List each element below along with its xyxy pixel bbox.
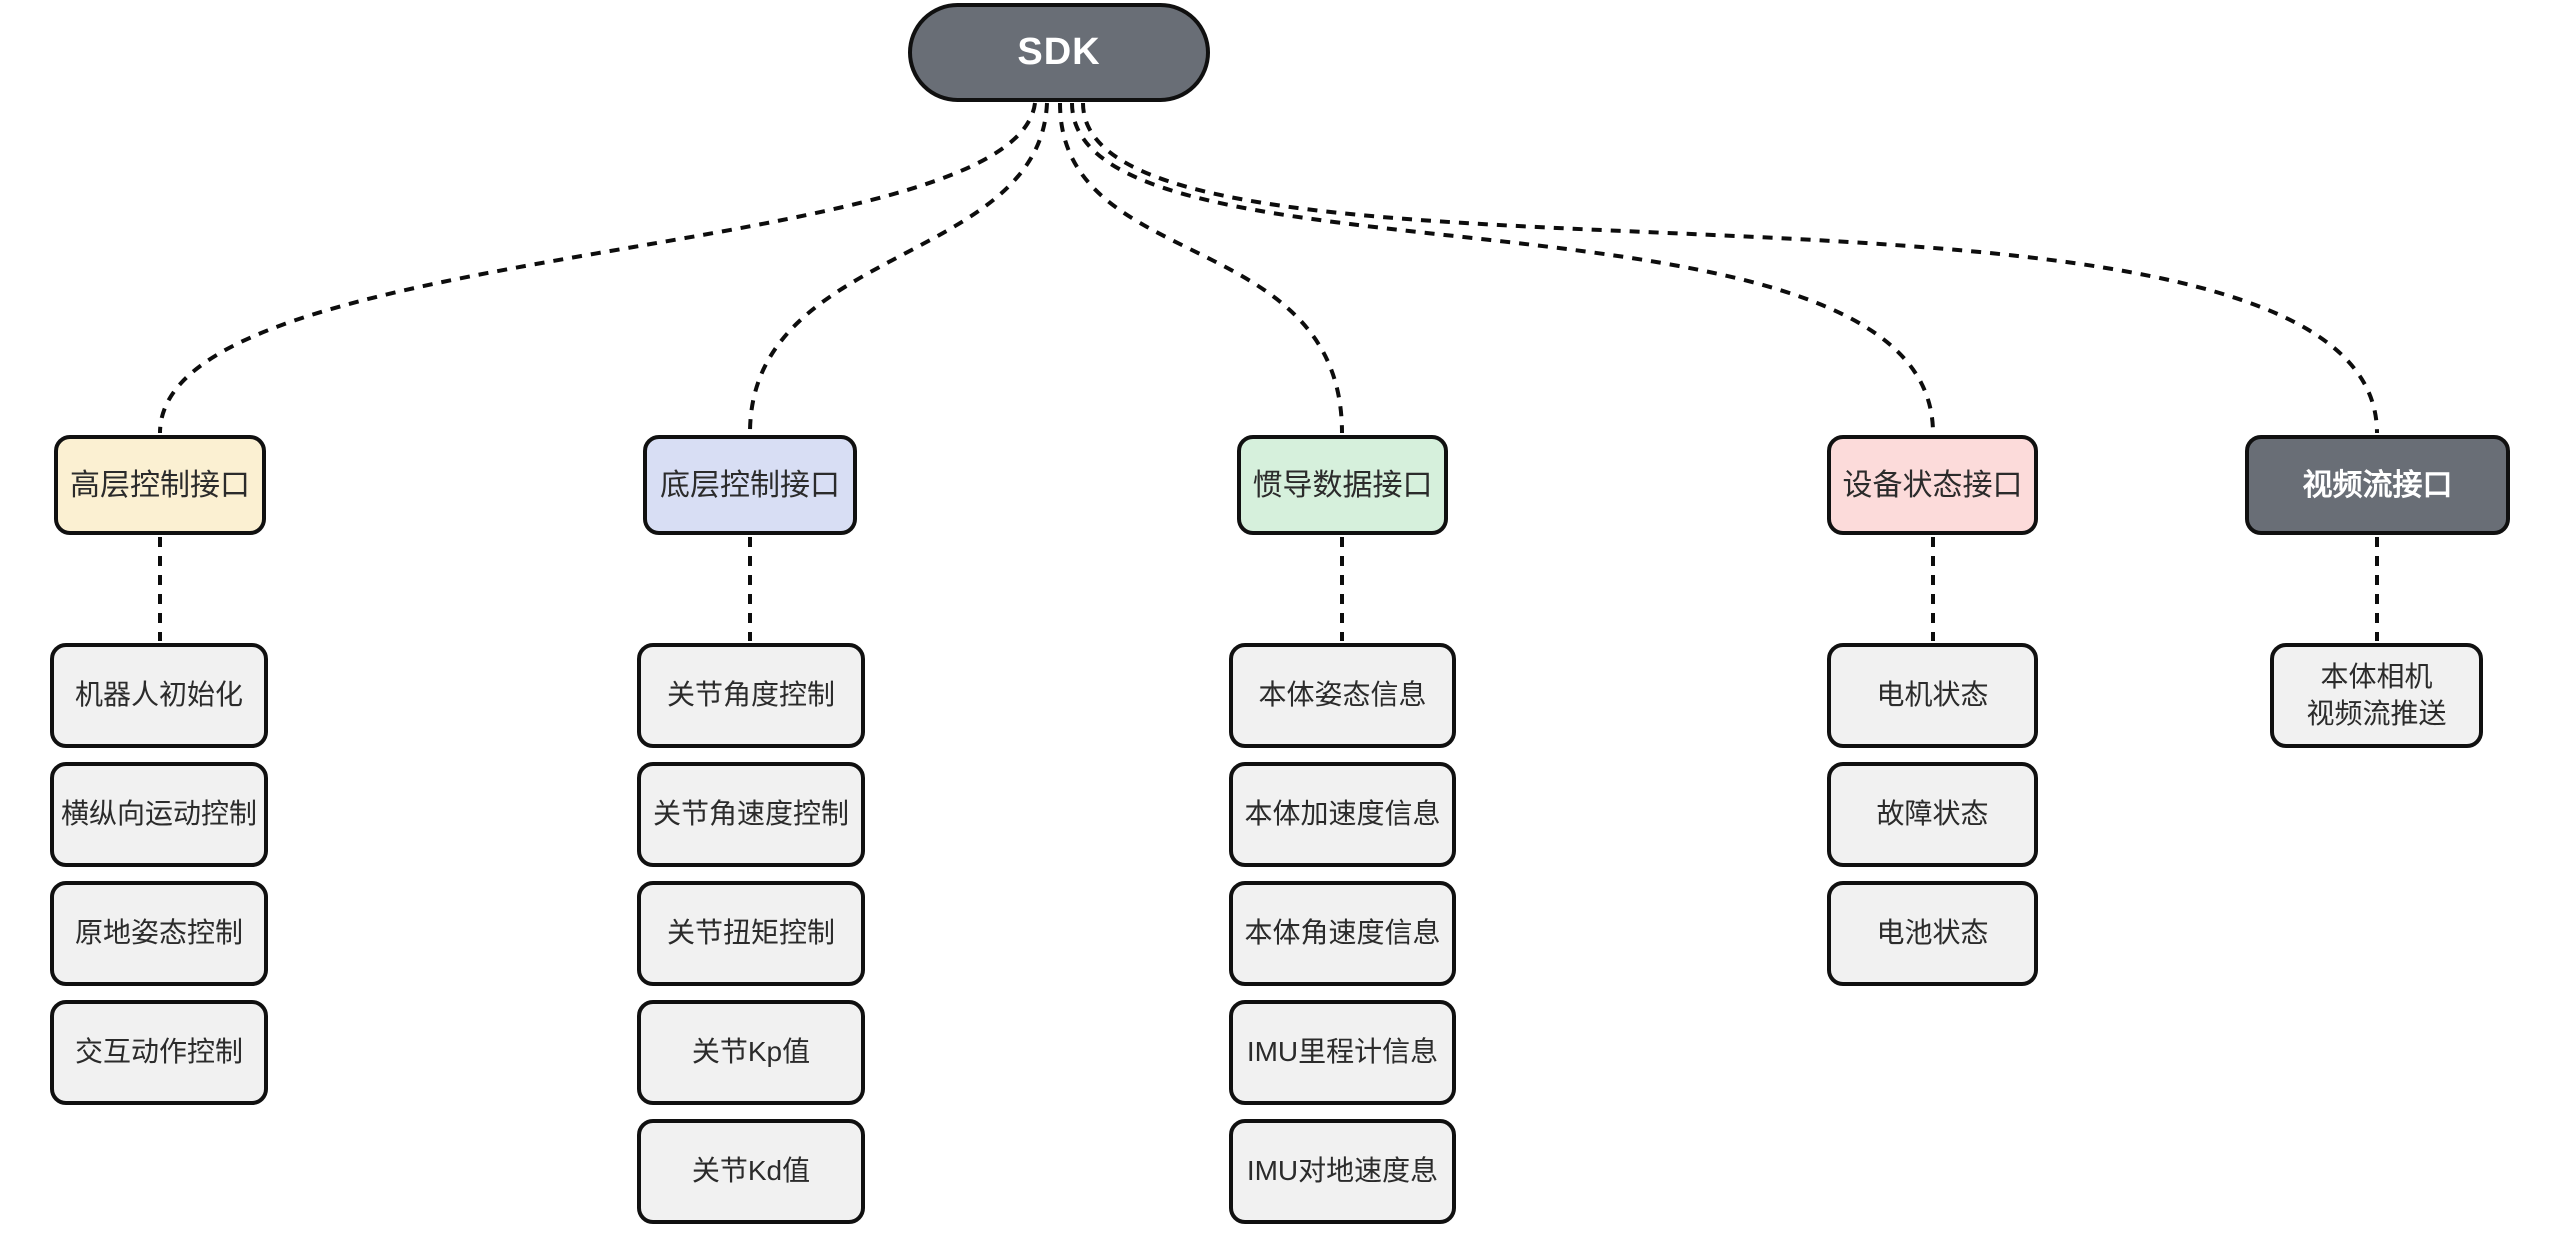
child-battery-status: 电池状态: [1827, 881, 2038, 986]
child-joint-angular-velocity-control: 关节角速度控制: [637, 762, 865, 867]
child-lateral-longitudinal-motion-control: 横纵向运动控制: [50, 762, 268, 867]
edge-sdk-to-high-level-control: [158, 102, 1037, 434]
child-body-angular-velocity-info: 本体角速度信息: [1229, 881, 1456, 986]
child-joint-angle-control: 关节角度控制: [637, 643, 865, 748]
child-robot-initialization: 机器人初始化: [50, 643, 268, 748]
edge-sdk-to-device-status: [1070, 102, 1935, 434]
child-fault-status: 故障状态: [1827, 762, 2038, 867]
category-low-level-control-interface: 底层控制接口: [643, 435, 857, 535]
child-joint-torque-control: 关节扭矩控制: [637, 881, 865, 986]
child-body-posture-info: 本体姿态信息: [1229, 643, 1456, 748]
edge-sdk-to-video-stream: [1081, 102, 2379, 434]
edge-sdk-to-imu-data: [1058, 102, 1344, 434]
edge-sdk-to-low-level-control: [748, 102, 1049, 434]
child-imu-odometry-info: IMU里程计信息: [1229, 1000, 1456, 1105]
child-in-place-posture-control: 原地姿态控制: [50, 881, 268, 986]
child-body-camera-video-stream-push: 本体相机 视频流推送: [2270, 643, 2483, 748]
category-device-status-interface: 设备状态接口: [1827, 435, 2038, 535]
child-body-acceleration-info: 本体加速度信息: [1229, 762, 1456, 867]
category-high-level-control-interface: 高层控制接口: [54, 435, 266, 535]
node-sdk: SDK: [908, 3, 1210, 102]
child-motor-status: 电机状态: [1827, 643, 2038, 748]
category-imu-data-interface: 惯导数据接口: [1237, 435, 1448, 535]
category-video-stream-interface: 视频流接口: [2245, 435, 2510, 535]
child-joint-kp-value: 关节Kp值: [637, 1000, 865, 1105]
child-interactive-action-control: 交互动作控制: [50, 1000, 268, 1105]
child-joint-kd-value: 关节Kd值: [637, 1119, 865, 1224]
child-imu-ground-speed-info: IMU对地速度息: [1229, 1119, 1456, 1224]
